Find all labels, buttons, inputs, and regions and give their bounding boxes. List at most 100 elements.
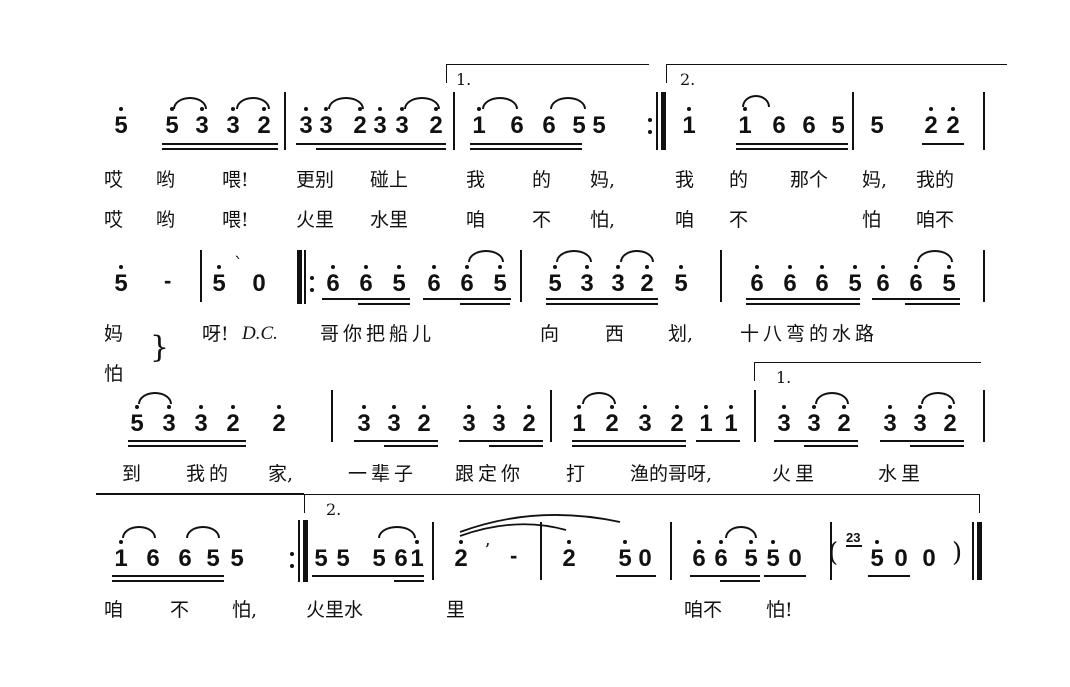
repeat-dots bbox=[310, 276, 315, 296]
lyric: 那个 bbox=[790, 169, 829, 191]
note: 6 bbox=[324, 265, 342, 298]
lyric: 火里水 bbox=[306, 599, 364, 621]
underline bbox=[128, 445, 246, 447]
note: 2 bbox=[941, 405, 959, 438]
slur bbox=[482, 97, 518, 109]
underline bbox=[746, 298, 860, 300]
lyric: 咱 bbox=[466, 209, 486, 231]
note: 3 bbox=[578, 265, 596, 298]
lyric: 妈, bbox=[590, 169, 616, 191]
note: 2 bbox=[668, 405, 686, 438]
barline bbox=[284, 92, 286, 150]
lyric: 不 bbox=[170, 599, 190, 621]
underline bbox=[546, 303, 658, 305]
note: 5 bbox=[592, 112, 606, 139]
underline bbox=[720, 580, 760, 582]
underline bbox=[423, 298, 511, 300]
underline bbox=[459, 440, 543, 442]
note: 3 bbox=[224, 107, 242, 140]
lyric: 西 bbox=[605, 323, 625, 345]
barline bbox=[432, 522, 434, 580]
barline bbox=[540, 522, 542, 580]
lyric: 划, bbox=[668, 323, 694, 345]
lyric: 怕 bbox=[862, 209, 882, 231]
note: 5 bbox=[868, 540, 886, 573]
note: 5 bbox=[831, 112, 845, 139]
note: 6 bbox=[712, 540, 730, 573]
note: 5 bbox=[846, 265, 864, 298]
lyric: 十八弯的水路 bbox=[740, 323, 879, 345]
note: 3 bbox=[193, 107, 211, 140]
lyric: 到 bbox=[122, 463, 142, 485]
note: 2 bbox=[255, 107, 273, 140]
note: 1 bbox=[408, 540, 426, 573]
lyric: 喂! bbox=[222, 209, 249, 231]
underline bbox=[736, 148, 848, 150]
slur bbox=[122, 526, 156, 538]
lyric: 哥你把船儿 bbox=[320, 323, 436, 345]
lyric: 家, bbox=[268, 463, 294, 485]
volta-label-1: 1. bbox=[776, 368, 792, 387]
note: 5 bbox=[230, 545, 244, 572]
lyric: 我 bbox=[466, 169, 486, 191]
note: 6 bbox=[458, 265, 476, 298]
note: 3 bbox=[881, 405, 899, 438]
slur bbox=[556, 250, 592, 262]
lyric: 水里 bbox=[370, 209, 409, 231]
breath-mark: ` bbox=[234, 254, 243, 275]
barline bbox=[670, 522, 672, 580]
underline bbox=[764, 575, 806, 577]
barline bbox=[852, 92, 854, 150]
lyric: 更别 bbox=[296, 169, 335, 191]
underline bbox=[872, 298, 960, 300]
lyric: 哟 bbox=[156, 169, 176, 191]
barline bbox=[720, 250, 722, 302]
note: 3 bbox=[636, 405, 654, 438]
underline bbox=[384, 445, 438, 447]
lyric: 向 bbox=[540, 323, 560, 345]
note: 5 bbox=[128, 405, 146, 438]
dash: - bbox=[164, 268, 172, 293]
barline-thick bbox=[303, 520, 308, 582]
note: 3 bbox=[775, 405, 793, 438]
note: 5 bbox=[206, 545, 220, 572]
volta-label-1: 1. bbox=[456, 70, 472, 89]
note: 2 bbox=[520, 405, 538, 438]
barline bbox=[520, 250, 522, 302]
brace: } bbox=[150, 330, 170, 365]
note: 5 bbox=[572, 112, 586, 139]
lyric: 水里 bbox=[878, 463, 925, 485]
note: 1 bbox=[680, 107, 698, 140]
note: 5 bbox=[336, 545, 350, 572]
slur bbox=[550, 97, 586, 109]
slur bbox=[468, 250, 504, 262]
note: 5 bbox=[112, 107, 130, 140]
barline bbox=[983, 250, 985, 302]
note: 3 bbox=[490, 405, 508, 438]
underline bbox=[572, 445, 686, 447]
note: 1 bbox=[722, 405, 740, 438]
barline-thick bbox=[297, 250, 302, 304]
note: 0 bbox=[638, 545, 652, 572]
note: 6 bbox=[772, 112, 786, 139]
note: 6 bbox=[425, 265, 443, 298]
lyric: 怕 bbox=[104, 363, 124, 385]
note: 3 bbox=[192, 405, 210, 438]
paren-open: ( bbox=[828, 538, 839, 568]
note: 2 bbox=[922, 107, 940, 140]
underline bbox=[922, 143, 964, 145]
note: 6 bbox=[178, 545, 192, 572]
underline bbox=[880, 440, 964, 442]
volta-bracket-2 bbox=[666, 64, 1007, 83]
slur bbox=[173, 97, 207, 109]
note: 2 bbox=[427, 107, 445, 140]
grace-underline bbox=[846, 545, 862, 547]
note: 6 bbox=[394, 545, 408, 572]
lyric: 碰上 bbox=[370, 169, 409, 191]
underline bbox=[312, 575, 424, 577]
underline bbox=[804, 445, 858, 447]
note: 2 bbox=[351, 107, 369, 140]
note: 6 bbox=[690, 540, 708, 573]
underline bbox=[296, 143, 446, 145]
slur bbox=[582, 392, 616, 404]
